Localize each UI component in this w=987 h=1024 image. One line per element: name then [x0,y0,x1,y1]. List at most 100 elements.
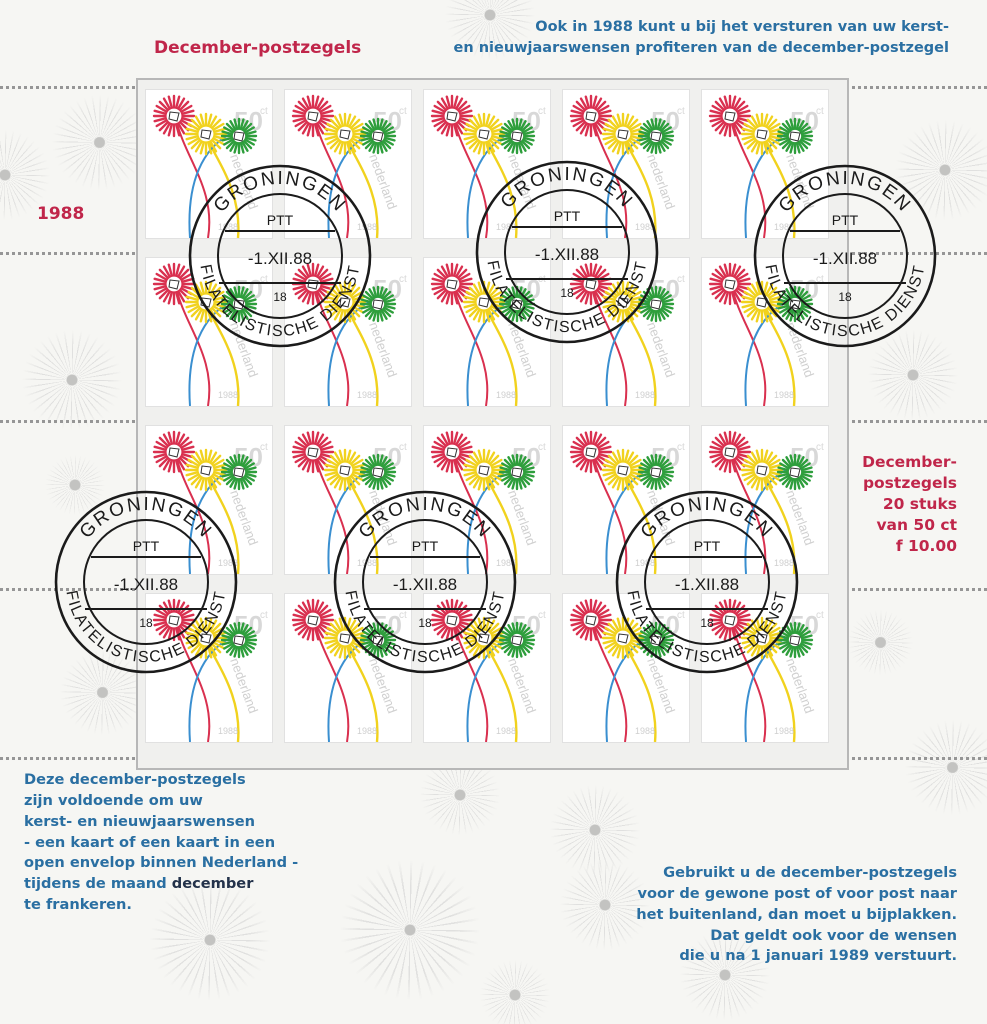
postmark-date: -1.XII.88 [393,575,457,594]
stamp-year: 1988 [357,222,377,232]
postmark-city: GRONINGEN [76,494,217,543]
stamp-unit: ct [399,442,407,453]
postmark-city: GRONINGEN [210,168,351,217]
stamp-unit: ct [399,274,407,285]
red-firework-icon [569,262,613,306]
yellow-firework-icon [601,280,645,324]
postmark-date: -1.XII.88 [114,575,178,594]
postmark-office: PTT [554,208,581,224]
red-firework-icon [708,94,752,138]
green-firework-icon [359,453,397,491]
firework-burst-decoration [680,930,770,1020]
price-line: December- [862,453,957,471]
stamp-year: 1988 [635,390,655,400]
stamp-year: 1988 [496,726,516,736]
left-info-text: Deze december-postzegels zijn voldoende … [24,770,298,916]
yellow-firework-icon [323,112,367,156]
firework-burst-decoration [22,330,122,430]
stamp-unit: ct [677,610,685,621]
stamp-unit: ct [260,106,268,117]
red-firework-icon [430,262,474,306]
stamp-year: 1988 [635,558,655,568]
firework-burst-decoration [895,120,987,220]
red-firework-icon [430,430,474,474]
red-firework-icon [708,430,752,474]
postmark-date: -1.XII.88 [813,249,877,268]
stamp-unit: ct [260,442,268,453]
stamp-year: 1988 [357,390,377,400]
left-info-line: tijdens de maand december [24,874,298,895]
yellow-firework-icon [323,448,367,492]
postmark-city: GRONINGEN [497,164,638,213]
yellow-firework-icon [323,280,367,324]
red-firework-icon [569,598,613,642]
stamp-unit: ct [816,442,824,453]
yellow-firework-icon [601,616,645,660]
left-info-line: - een kaart of een kaart in een [24,833,276,851]
yellow-firework-icon [184,112,228,156]
stamp-year: 1988 [496,390,516,400]
yellow-firework-icon [740,112,784,156]
stamp-year: 1988 [218,222,238,232]
stamp-unit: ct [816,106,824,117]
stamp-unit: ct [677,106,685,117]
green-firework-icon [637,285,675,323]
red-firework-icon [152,94,196,138]
intro-line: Ook in 1988 kunt u bij het versturen van… [535,19,949,35]
green-firework-icon [776,117,814,155]
right-info-text: Gebruikt u de december-postzegels voor d… [636,863,957,967]
left-info-line: kerst- en nieuwjaarswensen [24,812,256,830]
red-firework-icon [152,430,196,474]
postmark-office: PTT [412,538,439,554]
stamp-unit: ct [399,106,407,117]
green-firework-icon [498,621,536,659]
green-firework-icon [220,285,258,323]
yellow-firework-icon [601,448,645,492]
stamp-unit: ct [677,442,685,453]
red-firework-icon [152,262,196,306]
postmark-city: GRONINGEN [637,494,778,543]
green-firework-icon [637,117,675,155]
firework-burst-decoration [60,650,145,735]
stamp-year: 1988 [357,726,377,736]
firework-burst-decoration [340,860,480,1000]
firework-burst-decoration [52,95,147,190]
stamp-unit: ct [538,442,546,453]
postmark-hour: 18 [273,290,287,304]
firework-burst-decoration [150,880,270,1000]
firework-burst-decoration [480,960,550,1024]
green-firework-icon [359,117,397,155]
postmark-date: -1.XII.88 [675,575,739,594]
green-firework-icon [359,285,397,323]
price-line: 20 stuks [882,494,957,513]
green-firework-icon [776,285,814,323]
postmark-office: PTT [832,212,859,228]
green-firework-icon [776,453,814,491]
red-firework-icon [291,598,335,642]
stamp-year: 1988 [357,558,377,568]
left-info-line: Deze december-postzegels [24,771,246,788]
